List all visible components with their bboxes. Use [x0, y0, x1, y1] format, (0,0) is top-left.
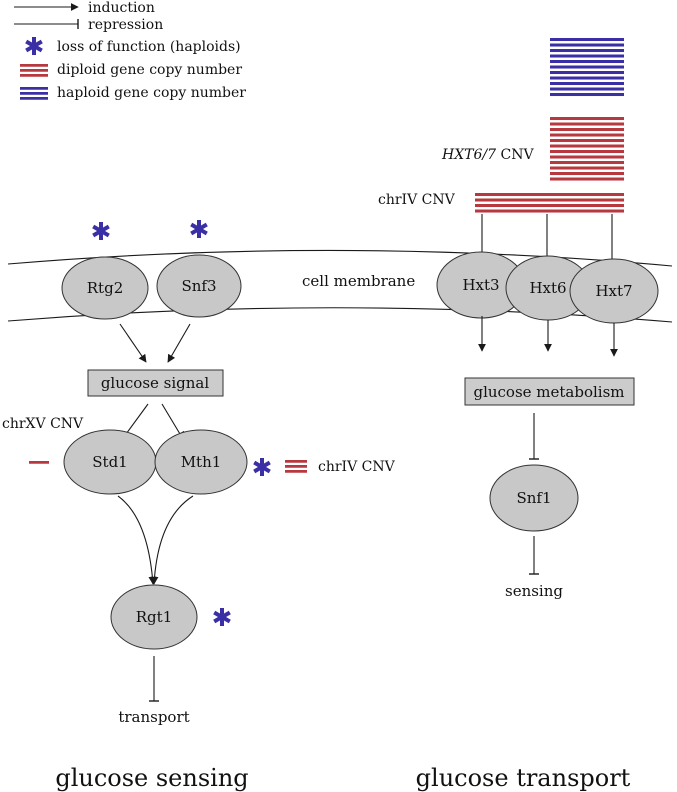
glucose-transport-title: glucose transport [416, 764, 631, 792]
snf1-node [489, 464, 579, 532]
rtg2-node [61, 256, 149, 320]
glucose-sensing-title: glucose sensing [55, 764, 248, 792]
rtg2-to-signal-arrow [119, 323, 147, 363]
legend: induction repression loss of function (h… [14, 0, 246, 101]
hxt67-diploid-copy-bars [550, 117, 624, 181]
legend-repression: repression [88, 17, 163, 33]
mth1-to-rgt1-arrow [150, 495, 194, 585]
chriv-cnv-sensing-label: chrIV CNV [318, 459, 396, 475]
glucose-signal-label: glucose signal [101, 374, 210, 392]
legend-diploid: diploid gene copy number [57, 62, 242, 78]
glucose-metabolism-label: glucose metabolism [473, 383, 624, 401]
rgt1-label: Rgt1 [136, 608, 172, 626]
transport-label: transport [118, 708, 189, 726]
chriv-diploid-copy-bars [475, 193, 624, 213]
glucose-signal-box [87, 369, 224, 397]
rtg2-label: Rtg2 [87, 279, 123, 297]
legend-induction: induction [88, 0, 155, 16]
rgt1-knockout-icon [213, 608, 231, 626]
hxt67-cnv-label: HXT6/7 CNV [441, 147, 534, 163]
signal-represses-mth1 [161, 403, 185, 438]
mth1-knockout-icon [253, 458, 271, 476]
cell-membrane-label: cell membrane [302, 272, 415, 290]
chriv-cnv-transport-label: chrIV CNV [378, 192, 456, 208]
signal-represses-std1 [121, 403, 149, 438]
chrxv-cnv-label: chrXV CNV [2, 416, 84, 432]
sensing-label: sensing [505, 582, 563, 600]
snf3-knockout-icon [190, 220, 208, 238]
mth1-node [154, 429, 248, 495]
snf3-label: Snf3 [181, 277, 216, 295]
hxt3-label: Hxt3 [462, 276, 499, 294]
mth1-copy-bars [285, 460, 307, 473]
haploid-copy-bars [550, 38, 624, 97]
std1-copy-bar [29, 461, 49, 464]
rtg2-knockout-icon [92, 222, 110, 240]
hxt6-label: Hxt6 [529, 279, 566, 297]
std1-to-rgt1-arrow [117, 495, 157, 585]
std1-label: Std1 [92, 453, 127, 471]
red-stripes-icon [20, 64, 48, 77]
mth1-label: Mth1 [181, 453, 222, 471]
snf1-label: Snf1 [516, 489, 551, 507]
hxt7-label: Hxt7 [595, 282, 632, 300]
asterisk-icon [25, 37, 43, 55]
rgt1-node [110, 584, 198, 650]
glucose-metabolism-box [464, 377, 635, 406]
legend-haploid: haploid gene copy number [57, 85, 246, 101]
snf3-node [156, 254, 242, 318]
blue-stripes-icon [20, 87, 48, 100]
legend-loss-of-function: loss of function (haploids) [57, 39, 241, 55]
snf3-to-signal-arrow [167, 323, 191, 363]
